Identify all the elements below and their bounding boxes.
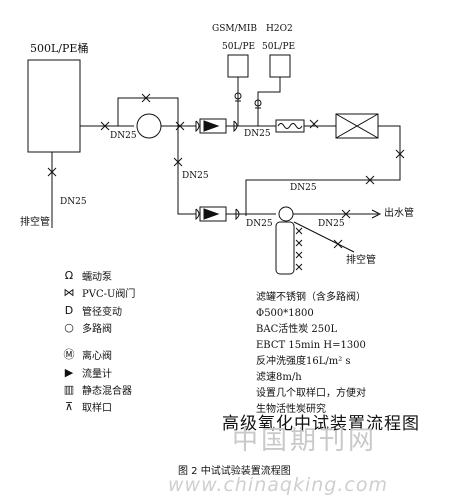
legend-item: ○多路阀 (62, 320, 112, 335)
h2o2-tank (269, 54, 291, 78)
inlet-valve (100, 121, 110, 131)
spec-line: EBCT 15min H=1300 (256, 340, 366, 351)
h2o2-tank-label: 50L/PE (262, 42, 296, 52)
dn25-3: DN25 (182, 171, 209, 181)
sampling-ports (295, 227, 303, 271)
dn25-1: DN25 (110, 131, 137, 141)
vertical-valve (395, 149, 405, 159)
pipe-change (195, 120, 200, 133)
legend-item: ▶流量计 (62, 365, 112, 380)
outlet-valve (341, 209, 351, 219)
valve-icon: ⋈ (63, 286, 75, 299)
gsm-pump (234, 92, 242, 102)
drain-pipe-2 (293, 221, 355, 253)
outlet-label: 出水管 (384, 208, 414, 219)
sampling-port-icon: ⊼ (64, 400, 74, 413)
multi-valve (278, 206, 294, 222)
spec-line: BAC活性炭 250L (256, 324, 338, 335)
dn25-7: DN25 (318, 219, 345, 229)
h2o2-line (257, 77, 281, 126)
dn25-2: DN25 (244, 129, 271, 139)
return-pipe (245, 125, 401, 216)
dn25-5: DN25 (60, 197, 87, 207)
spec-line: 生物活性炭研究 (256, 404, 326, 415)
centrifugal-pump (136, 113, 162, 139)
spec-line: Φ500*1800 (256, 308, 314, 319)
legend-item: ▥静态混合器 (63, 383, 132, 397)
gsm-tank (227, 54, 249, 78)
h2o2-label: H2O2 (266, 24, 293, 34)
static-mixer-icon: ▥ (63, 383, 75, 396)
filter-tank (275, 221, 295, 275)
spec-line: 反冲洗强度16L/m² s (256, 356, 351, 367)
return-valve (365, 175, 375, 185)
peristaltic-pump-icon: Ω (64, 269, 74, 282)
gsm-label: GSM/MIB (212, 24, 257, 34)
tank-main-label: 500L/PE桶 (30, 42, 89, 55)
diagram-title: 高级氧化中试装置流程图 (222, 414, 420, 434)
multi-valve-icon: ○ (64, 321, 74, 334)
centrifugal-valve-icon: Ⓜ (63, 348, 75, 361)
h2o2-pump (254, 99, 262, 109)
gsm-tank-label: 50L/PE (222, 42, 256, 52)
watermark: 中国期刊网 (232, 426, 378, 456)
legend-item: ⊼取样口 (62, 399, 112, 414)
main-tank (27, 59, 81, 153)
flowmeter-icon: ▶ (64, 366, 74, 379)
dn25-6: DN25 (246, 219, 273, 229)
sampling-port-1 (309, 119, 319, 129)
pipe-change-icon: D (64, 304, 74, 317)
bypass-valve (141, 93, 151, 103)
legend-item: ⋈PVC-U阀门 (63, 286, 136, 300)
drain-label: 排空管 (20, 217, 50, 228)
drain-valve (47, 167, 57, 177)
dn25-4: DN25 (290, 183, 317, 193)
watermark-url: www.chinaqking.com (168, 474, 388, 496)
drain-label-2: 排空管 (346, 255, 376, 266)
pipe-change-2 (195, 208, 200, 221)
drain-valve-2 (333, 239, 343, 249)
spec-line: 设置几个取样口，方便对 (256, 388, 366, 399)
bypass-pipe (117, 97, 179, 160)
spec-line: 滤速8m/h (256, 372, 302, 383)
figure-caption: 图 2 中试试验装置流程图 (178, 466, 291, 477)
spec-line: 滤罐不锈钢（含多路阀） (256, 292, 366, 303)
pump-outlet-valve (175, 121, 185, 131)
